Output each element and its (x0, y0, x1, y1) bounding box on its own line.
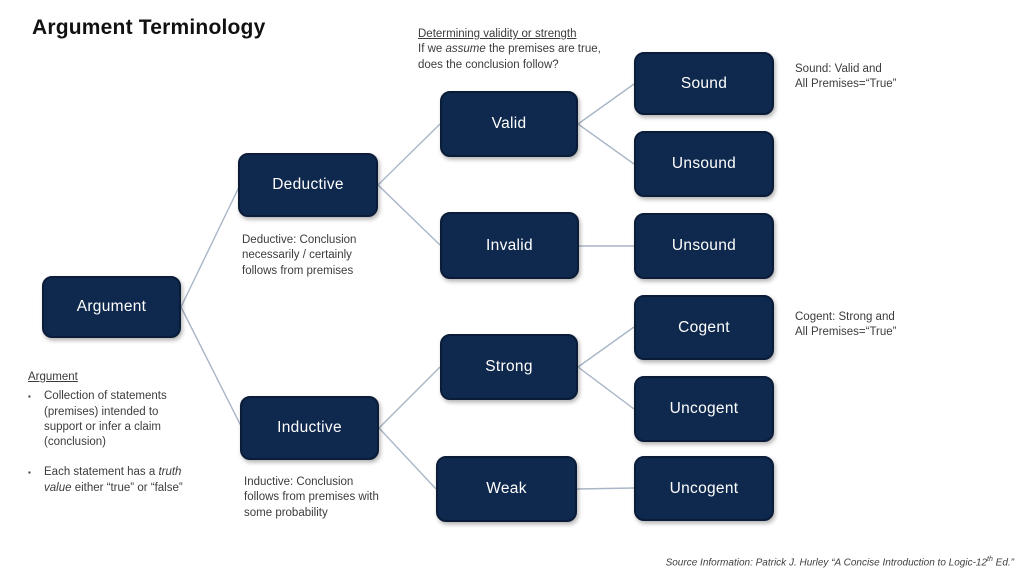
node-sound: Sound (634, 52, 774, 115)
cogent-note: Cogent: Strong and All Premises=“True” (795, 310, 995, 341)
sound-note-line1: Sound: Valid and (795, 63, 882, 75)
validity-note-italic: assume (445, 43, 486, 56)
source-citation: Source Information: Patrick J. Hurley “A… (666, 556, 1014, 568)
argument-bullet-2-pre: Each statement has a (44, 466, 159, 479)
validity-note-line2: does the conclusion follow? (418, 58, 559, 71)
node-unsound-from-invalid: Unsound (634, 213, 774, 279)
node-inductive-label: Inductive (277, 419, 342, 436)
node-cogent-label: Cogent (678, 318, 730, 336)
argument-note-heading: Argument (28, 371, 78, 383)
argument-note: Argument ▪ Collection of statements (pre… (28, 370, 193, 496)
source-citation-text: Source Information: Patrick J. Hurley “A… (665, 557, 988, 569)
node-strong: Strong (440, 334, 578, 400)
node-valid-label: Valid (491, 115, 527, 132)
node-argument-label: Argument (76, 298, 147, 315)
validity-note: Determining validity or strength If we a… (418, 27, 653, 73)
validity-note-line1: If we (418, 43, 446, 56)
inductive-note: Inductive: Conclusion follows from premi… (244, 476, 379, 519)
node-uncogent-label: Uncogent (669, 400, 739, 417)
node-unsound-from-valid: Unsound (634, 131, 774, 197)
node-weak: Weak (436, 456, 577, 522)
validity-note-line1-end: the premises are true, (485, 43, 601, 56)
node-valid: Valid (440, 91, 578, 157)
cogent-note-line1: Cogent: Strong and (795, 311, 895, 323)
node-unsound-label: Unsound (671, 237, 737, 254)
argument-bullet-2: ▪ Each statement has a truth value eithe… (28, 465, 193, 496)
square-bullet-icon: ▪ (28, 468, 31, 478)
node-invalid-label: Invalid (486, 236, 533, 254)
node-inductive: Inductive (240, 396, 379, 460)
argument-bullet-2-italic: truth value (44, 466, 182, 494)
node-deductive: Deductive (238, 153, 378, 217)
node-unsound-label: Unsound (671, 155, 737, 172)
node-sound-label: Sound (680, 74, 728, 92)
deductive-note: Deductive: Conclusion necessarily / cert… (242, 234, 357, 277)
node-uncogent-label: Uncogent (669, 479, 739, 497)
cogent-note-line2: All Premises=“True” (795, 326, 897, 339)
source-citation-superscript: th (987, 556, 993, 563)
node-deductive-label: Deductive (272, 176, 344, 193)
argument-bullet-1-text: Collection of statements (premises) inte… (44, 390, 167, 449)
node-argument: Argument (42, 276, 181, 338)
node-uncogent-from-strong: Uncogent (634, 376, 774, 442)
validity-note-heading: Determining validity or strength (418, 28, 577, 40)
page-title: Argument Terminology (32, 16, 266, 39)
argument-bullet-1: ▪ Collection of statements (premises) in… (28, 389, 193, 450)
source-citation-end: Ed.” (992, 557, 1014, 569)
sound-note-line2: All Premises=“True” (795, 78, 897, 91)
square-bullet-icon: ▪ (28, 392, 31, 402)
node-weak-label: Weak (486, 480, 527, 497)
node-invalid: Invalid (440, 212, 579, 279)
node-cogent: Cogent (634, 295, 774, 360)
argument-bullet-2-post: either “true” or “false” (71, 481, 183, 494)
node-strong-label: Strong (485, 358, 533, 375)
sound-note: Sound: Valid and All Premises=“True” (795, 62, 995, 93)
argument-bullet-2-text: Each statement has a truth value either … (44, 465, 193, 496)
node-uncogent-from-weak: Uncogent (634, 456, 774, 521)
